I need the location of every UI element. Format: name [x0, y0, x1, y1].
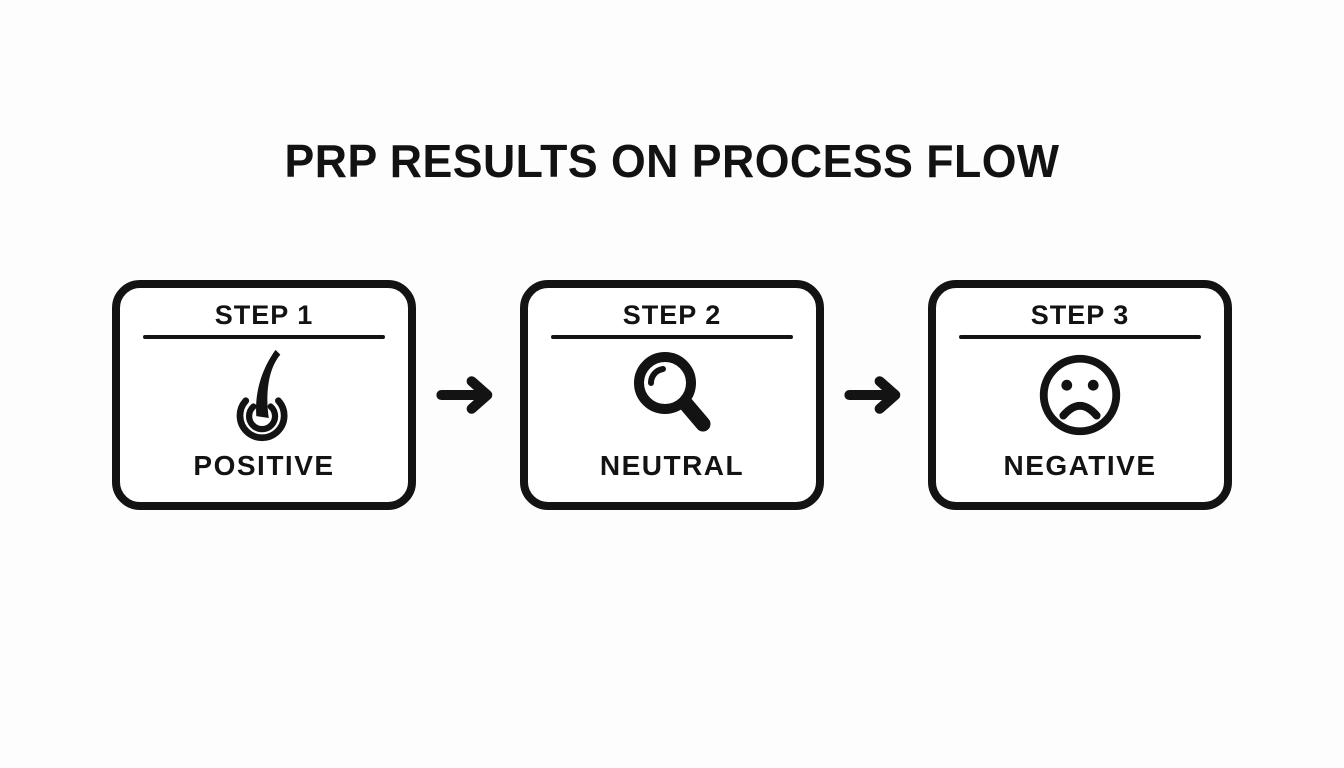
- step-label: POSITIVE: [193, 450, 335, 481]
- flow-row: STEP 1 POSITIVE STEP 2: [0, 280, 1344, 510]
- hair-follicle-icon: [216, 339, 312, 450]
- process-flow-diagram: PRP RESULTS ON PROCESS FLOW STEP 1 POSIT…: [0, 134, 1344, 768]
- step-underline: [551, 335, 793, 339]
- step-underline: [959, 335, 1201, 339]
- step-label: NEUTRAL: [599, 450, 745, 481]
- arrow-right-icon: [435, 371, 501, 419]
- step-underline: [143, 335, 385, 339]
- step-card-3: STEP 3 NEGATIVE: [928, 280, 1232, 510]
- step-header: STEP 2: [622, 300, 722, 330]
- arrow-right-icon: [843, 371, 909, 419]
- step-header: STEP 1: [214, 300, 314, 330]
- sad-face-icon: [1031, 339, 1129, 450]
- step-card-1: STEP 1 POSITIVE: [112, 280, 416, 510]
- step-label: NEGATIVE: [1003, 450, 1157, 481]
- page-title: PRP RESULTS ON PROCESS FLOW: [284, 135, 1060, 187]
- step-card-2: STEP 2 NEUTRAL: [520, 280, 824, 510]
- magnifier-icon: [622, 339, 722, 450]
- step-header: STEP 3: [1030, 300, 1130, 330]
